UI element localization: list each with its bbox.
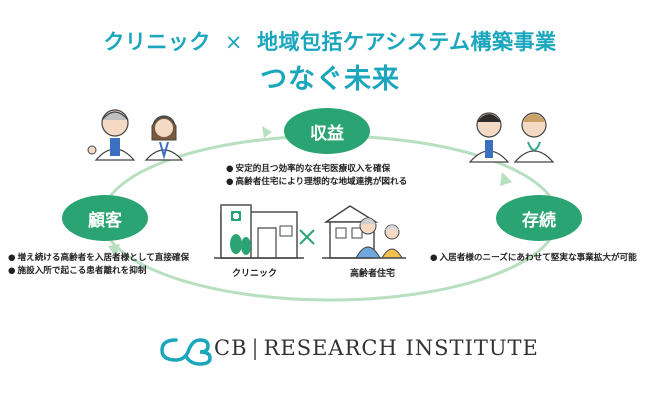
arrow-head-right — [500, 172, 512, 186]
clinic-illustration — [214, 204, 304, 259]
bullets-revenue: 安定的且つ効率的な在宅医療収入を確保 高齢者住宅により理想的な地域連携が図れる — [226, 163, 408, 189]
bullets-continuity: 入居者様のニーズにあわせて堅実な事業拡大が可能 — [430, 252, 637, 265]
doctors-illustration — [87, 109, 184, 161]
page-subtitle: つなぐ未来 — [260, 64, 400, 95]
bullets-customers: 増え続ける高齢者を入居者様として直接確保 施設入所で起こる患者離れを抑制 — [8, 252, 190, 278]
node-continuity: 存続 — [496, 195, 582, 241]
logo-research-institute: RESEARCH INSTITUTE — [263, 336, 539, 360]
logo-cb: CB — [214, 336, 248, 360]
staff-illustration — [468, 112, 555, 163]
center-cross-icon — [299, 229, 315, 245]
title-line-1: クリニック × 地域包括ケアシステム構築事業 — [0, 26, 660, 56]
cb-logo-icon — [160, 338, 212, 366]
senior-housing-illustration — [322, 205, 406, 259]
arrow-head-top — [262, 126, 272, 138]
title-part-clinic: クリニック — [103, 30, 211, 54]
bullet-item: 施設入所で起こる患者離れを抑制 — [8, 265, 189, 278]
bullet-item: 安定的且つ効率的な在宅医療収入を確保 — [226, 163, 407, 176]
logo-separator: | — [251, 336, 260, 360]
title-cross: × — [224, 30, 244, 54]
bullet-item: 増え続ける高齢者を入居者様として直接確保 — [8, 252, 190, 265]
logo-wordmark: CB|RESEARCH INSTITUTE — [214, 336, 539, 360]
bullet-item: 高齢者住宅により理想的な地域連携が図れる — [226, 176, 408, 189]
clinic-label: クリニック — [232, 269, 278, 279]
node-customers: 顧客 — [62, 195, 148, 241]
node-revenue: 収益 — [284, 108, 370, 154]
title-part-system: 地域包括ケアシステム構築事業 — [257, 30, 557, 54]
bullet-item: 入居者様のニーズにあわせて堅実な事業拡大が可能 — [430, 252, 637, 265]
senior-housing-label: 高齢者住宅 — [350, 269, 396, 279]
